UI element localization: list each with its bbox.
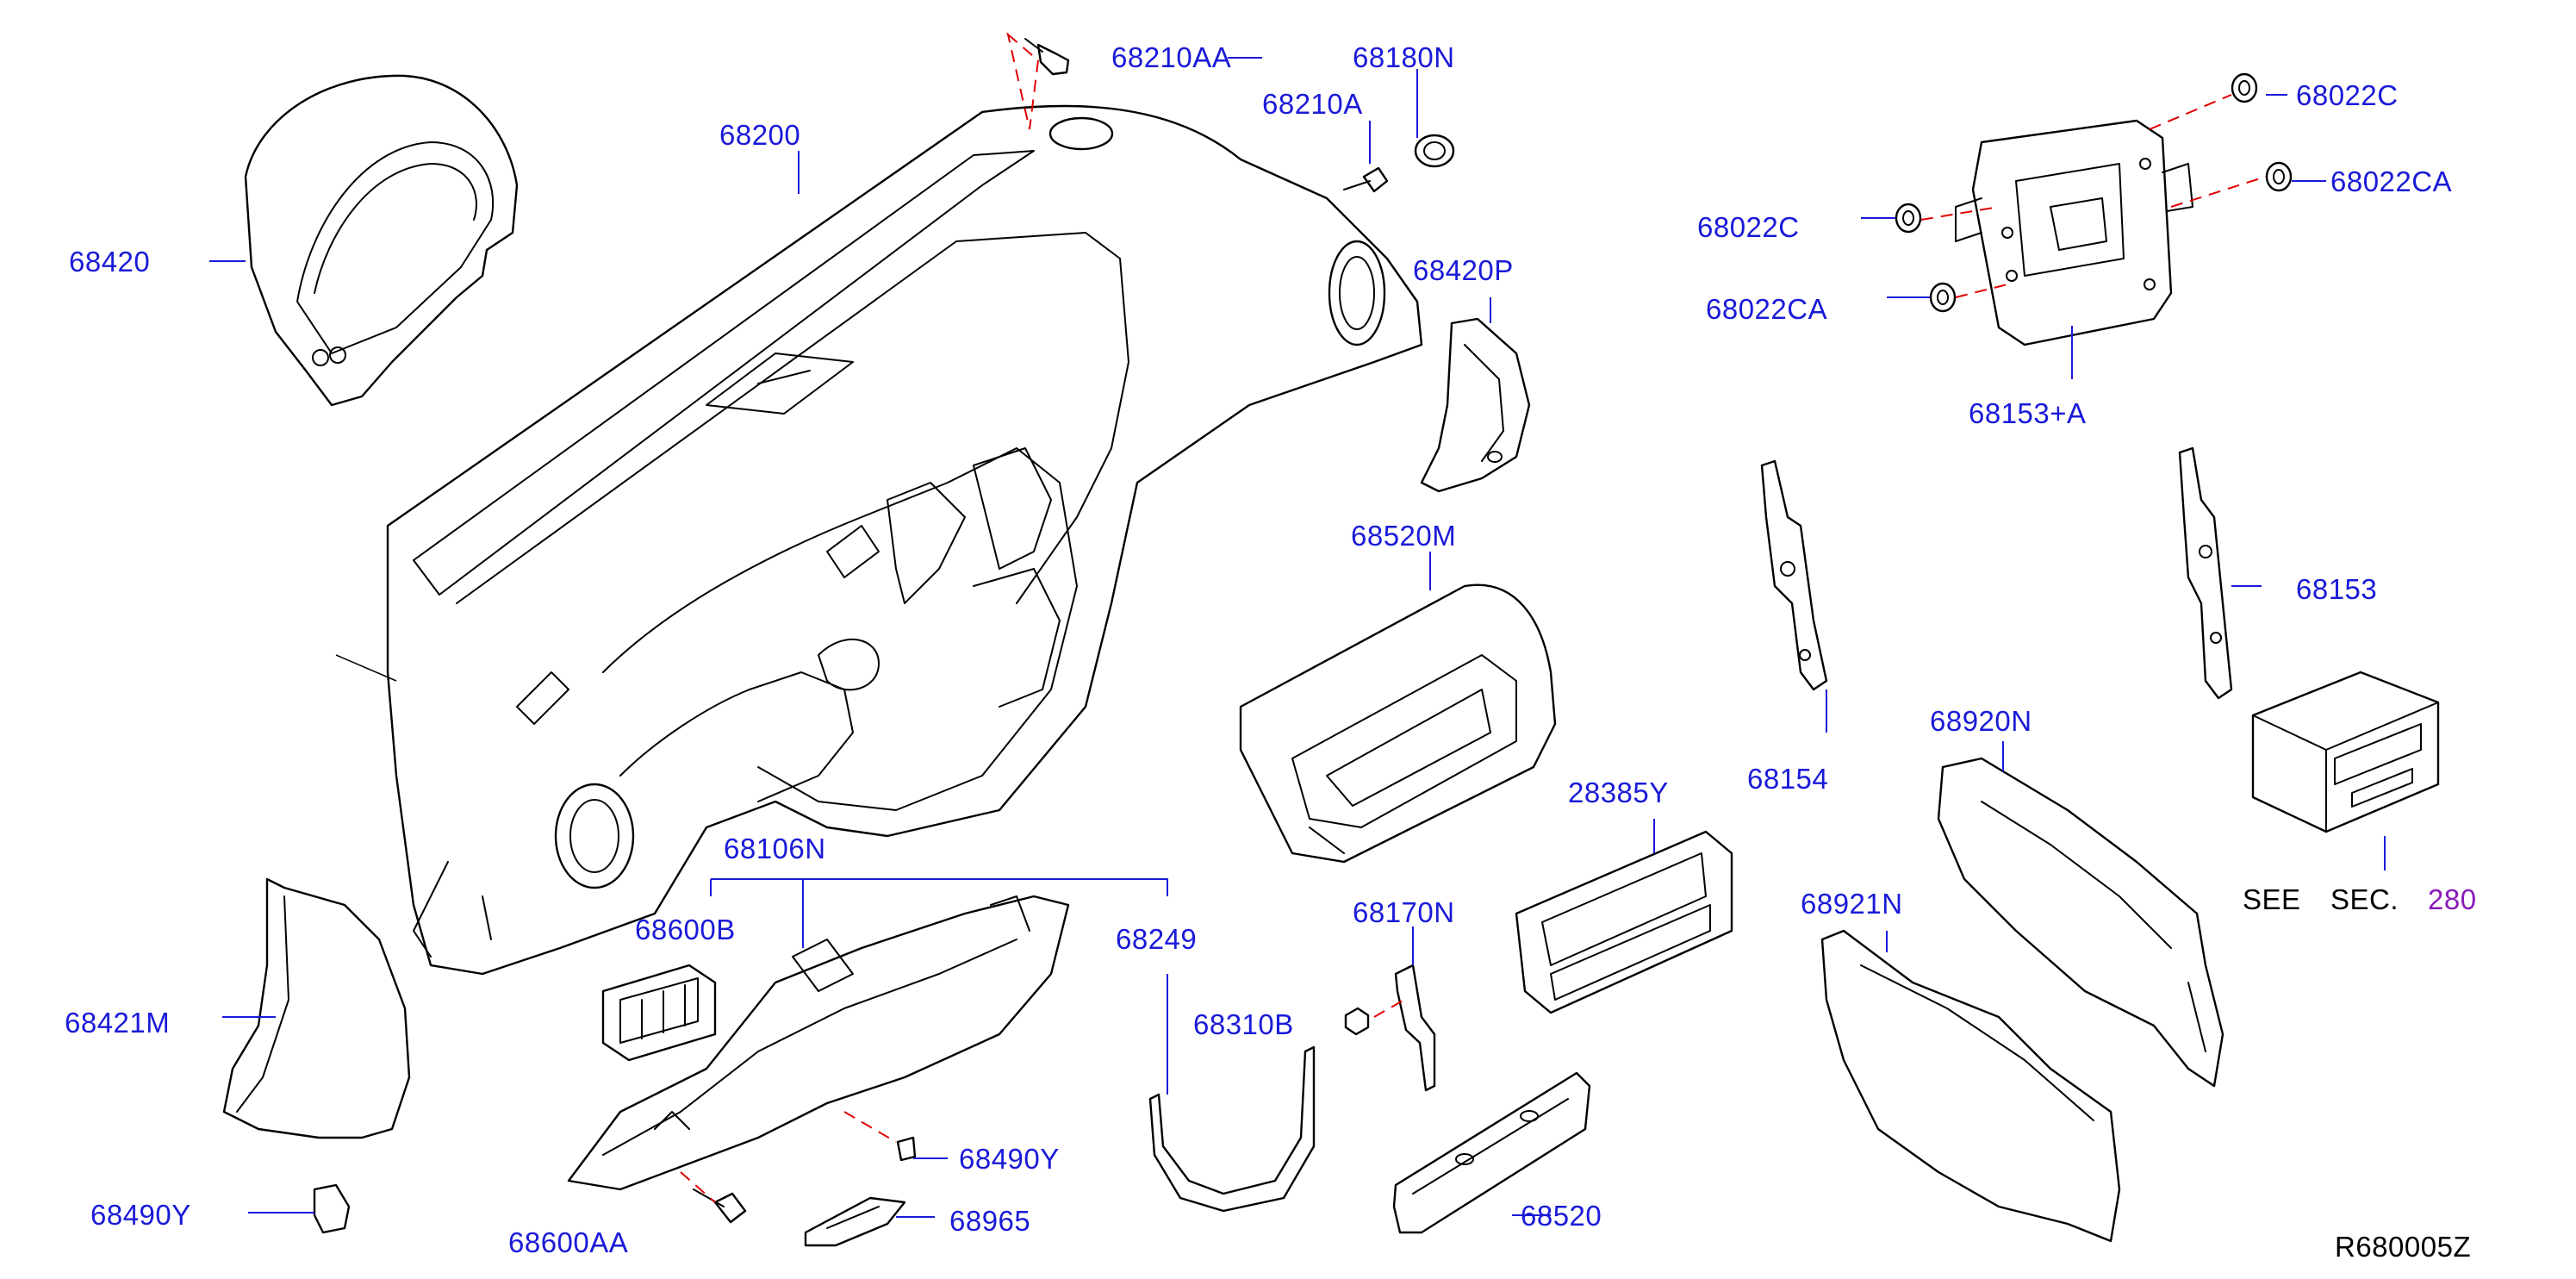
callout-68249: 68249 (1116, 923, 1198, 955)
clip-68490y-right (896, 1136, 917, 1162)
callout-68965: 68965 (949, 1205, 1031, 1237)
side-cover-68421m (222, 877, 411, 1139)
side-panel-68921n (1820, 929, 2121, 1243)
callout-68420: 68420 (69, 246, 151, 278)
callout-68022ca-left: 68022CA (1706, 293, 1828, 325)
callout-68180n: 68180N (1353, 41, 1455, 73)
callout-68490y-left: 68490Y (90, 1199, 191, 1231)
bolt-68210aa (1024, 38, 1070, 76)
plate-68965 (804, 1196, 906, 1247)
callout-68210a: 68210A (1262, 88, 1363, 120)
callout-68022ca-top: 68022CA (2330, 165, 2453, 197)
bracket-68170n (1394, 964, 1436, 1092)
callout-68421m: 68421M (65, 1007, 171, 1039)
callout-68490y-right: 68490Y (959, 1143, 1060, 1175)
leader-lines (209, 57, 2386, 1218)
bolt-68210a (1343, 166, 1389, 193)
callout-68022c-top: 68022C (2296, 79, 2399, 111)
callout-68520: 68520 (1521, 1200, 1602, 1232)
switch-68600b (601, 964, 717, 1062)
callout-68154: 68154 (1747, 763, 1829, 795)
nut-68310b (1344, 1007, 1370, 1036)
washers-68022 (1895, 72, 2293, 313)
section-number[interactable]: 280 (2428, 883, 2477, 915)
callout-68920n: 68920N (1930, 705, 2032, 737)
callout-68921n: 68921N (1801, 888, 1903, 920)
bezel-28385y (1515, 830, 1733, 1014)
side-panel-68920n (1937, 757, 2224, 1088)
callout-68420p: 68420P (1413, 254, 1514, 286)
callout-68600aa: 68600AA (508, 1226, 629, 1258)
finisher-68520m (1239, 583, 1557, 864)
callout-68310b: 68310B (1193, 1008, 1294, 1040)
bracket-68153 (2178, 446, 2233, 700)
callout-68600b: 68600B (635, 914, 736, 945)
bracket-68153a (1955, 119, 2193, 346)
callout-68170n: 68170N (1353, 896, 1455, 928)
bolt-68600aa (693, 1189, 747, 1224)
finisher-68520 (1392, 1071, 1591, 1234)
cluster-hood-part (244, 74, 519, 407)
clip-68490y-left (313, 1183, 351, 1234)
callout-68210aa: 68210AA (1111, 41, 1232, 73)
callout-28385y: 28385Y (1568, 777, 1669, 808)
sec-label: SEC. (2330, 883, 2399, 915)
callout-68022c-left: 68022C (1697, 211, 1800, 243)
grommet-68180n (1414, 134, 1455, 168)
lower-panel-68106n (567, 895, 1070, 1191)
callout-68520m: 68520M (1351, 520, 1457, 552)
callout-68153: 68153 (2296, 573, 2378, 605)
trim-strip-68249 (1148, 1045, 1316, 1213)
callout-68106n: 68106N (724, 833, 826, 864)
dashed-guides (680, 32, 2267, 1203)
callout-68153a: 68153+A (1969, 397, 2087, 429)
callout-68200: 68200 (719, 119, 801, 151)
bracket-68154 (1760, 459, 1828, 691)
instrument-panel-part (335, 104, 1423, 976)
side-trim-68420p (1420, 317, 1531, 493)
audio-unit (2251, 671, 2440, 833)
drawing-code: R680005Z (2335, 1231, 2472, 1263)
see-label: SEE (2243, 883, 2301, 915)
